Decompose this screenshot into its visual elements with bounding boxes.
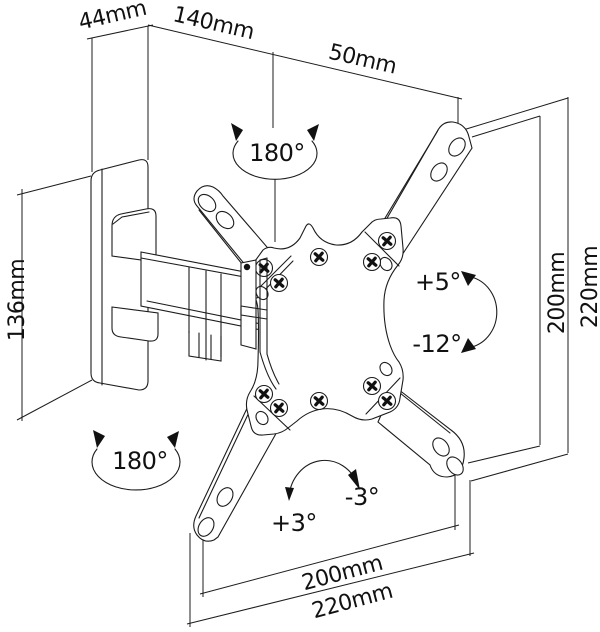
label-wall-plate-height: 136mm (5, 259, 30, 341)
cable-hook (188, 330, 222, 362)
strap-hole (446, 456, 464, 476)
strap-hole (448, 137, 466, 157)
screw-icon (362, 252, 382, 272)
screw-icon (309, 391, 329, 411)
label-tilt-up: +5° (415, 268, 461, 296)
label-plate-height: 220mm (578, 246, 600, 328)
label-arm-extension: 140mm (171, 2, 257, 45)
label-vesa-height: 200mm (545, 252, 570, 334)
vesa-plate (245, 217, 404, 436)
screw-icon (254, 384, 274, 404)
tilt-arrow-icon (461, 271, 498, 353)
level-arrow-icon (285, 459, 360, 501)
strap-hole (215, 210, 235, 230)
swivel-head (240, 257, 280, 390)
strap-hole (216, 487, 234, 507)
screw-icon (269, 273, 289, 293)
strap-hole (432, 437, 450, 457)
vesa-screws (254, 231, 397, 418)
strap-hole (430, 162, 448, 182)
label-wall-plate-depth: 44mm (76, 0, 149, 36)
label-level-left: +3° (271, 509, 317, 537)
pivot-pin (243, 263, 251, 271)
rotation-indicators (91, 123, 498, 501)
label-swivel-bottom: 180° (112, 447, 168, 475)
mounting-block (111, 208, 159, 342)
screw-icon (269, 398, 289, 418)
swivel-arrow-top-icon (231, 123, 319, 180)
pad-slot (379, 256, 393, 272)
dimension-lines (16, 24, 569, 627)
strap-hole (197, 193, 217, 213)
label-swivel-top: 180° (249, 139, 305, 167)
screw-icon (362, 376, 382, 396)
screw-icon (309, 247, 329, 267)
label-tilt-down: -12° (412, 330, 461, 358)
wall-plate (90, 159, 149, 391)
swivel-arrow-bottom-icon (91, 430, 181, 491)
label-plate-offset: 50mm (326, 40, 399, 80)
strap-hole (197, 517, 215, 537)
strap-bottom-left (193, 401, 279, 542)
screw-icon (254, 258, 274, 278)
pad-slot (255, 410, 269, 426)
screw-icon (377, 391, 397, 411)
label-level-right: -3° (345, 483, 379, 511)
pad-slot (379, 361, 393, 377)
screw-icon (377, 231, 397, 251)
